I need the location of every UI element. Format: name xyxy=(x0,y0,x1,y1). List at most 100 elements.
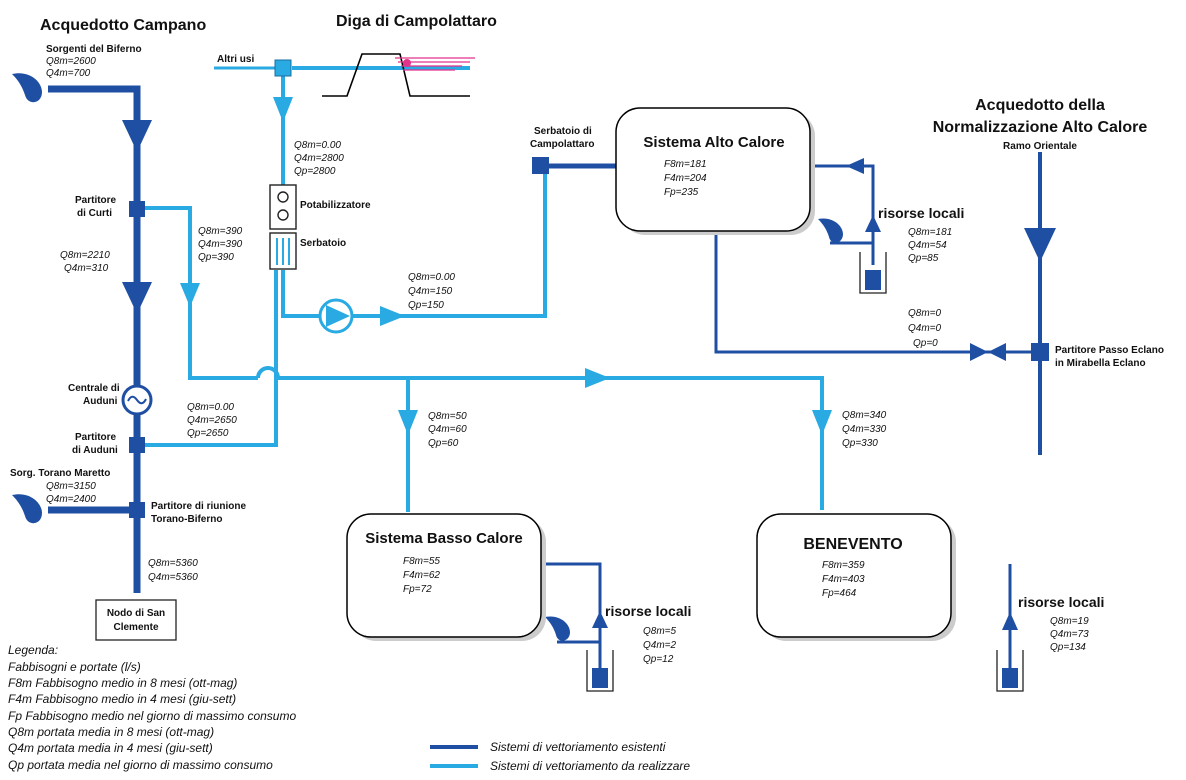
partitore-riunione-label-2: Torano-Biferno xyxy=(151,514,222,525)
source-biferno-name: Sorgenti del Biferno xyxy=(46,44,142,55)
source-torano-name: Sorg. Torano Maretto xyxy=(10,468,110,479)
nodo-label-2: Clemente xyxy=(113,622,158,633)
flow-dam-q8: Q8m=0.00 xyxy=(294,140,341,151)
sistema-alto-name: Sistema Alto Calore xyxy=(643,134,784,151)
benevento-f8: F8m=359 xyxy=(822,560,865,571)
flow-auduni-q4: Q4m=2650 xyxy=(187,415,237,426)
serbatoio-camp-label-2: Campolattaro xyxy=(530,139,594,150)
existing-pipes xyxy=(48,85,1042,680)
arrow-right-icon xyxy=(585,368,610,388)
flow-pump-q4: Q4m=150 xyxy=(408,286,453,297)
local-benevento-q4: Q4m=73 xyxy=(1050,629,1089,640)
main-distribution-pipe xyxy=(278,376,824,510)
local-basso-q4: Q4m=2 xyxy=(643,640,677,651)
local-basso-qp: Qp=12 xyxy=(643,654,674,665)
basso-f4: F4m=62 xyxy=(403,570,440,581)
legend-line: Q4m portata media in 4 mesi (giu-sett) xyxy=(8,741,213,755)
wells xyxy=(586,252,1024,692)
arrow-up-icon xyxy=(865,215,881,232)
arrow-down-icon xyxy=(273,97,293,122)
serbatoio-camp-label-1: Serbatoio di xyxy=(534,126,592,137)
partitore-auduni-label-1: Partitore xyxy=(75,432,117,443)
alto-local-pipe xyxy=(813,164,875,265)
well-basso xyxy=(586,650,614,692)
partitore-riunione-node xyxy=(129,502,145,518)
arrow-down-icon xyxy=(180,283,200,307)
partitore-passo-node xyxy=(1031,343,1049,361)
legend: Legenda: Fabbisogni e portate (l/s) F8m … xyxy=(8,643,690,773)
benevento-name: BENEVENTO xyxy=(803,536,902,553)
arrow-up-icon xyxy=(592,611,608,628)
sistema-basso-name: Sistema Basso Calore xyxy=(365,530,523,547)
dam xyxy=(322,53,475,97)
alto-f8: F8m=181 xyxy=(664,159,707,170)
flow-passo-qp: Qp=0 xyxy=(913,338,938,349)
benevento-box xyxy=(756,513,952,638)
basso-f8: F8m=55 xyxy=(403,556,440,567)
legend-line: Qp portata media nel giorno di massimo c… xyxy=(8,758,273,772)
source-torano-q8: Q8m=3150 xyxy=(46,481,96,492)
title-acquedotto-campano: Acquedotto Campano xyxy=(40,17,206,34)
flow-benevento-q4: Q4m=330 xyxy=(842,424,887,435)
arrow-down-icon xyxy=(398,410,418,435)
flow-curti-down-q8: Q8m=2210 xyxy=(60,250,110,261)
alto-fp: Fp=235 xyxy=(664,187,699,198)
benevento-f4: F4m=403 xyxy=(822,574,865,585)
flow-auduni-qp: Qp=2650 xyxy=(187,428,229,439)
partitore-curti-node xyxy=(129,201,145,217)
legend-planned-label: Sistemi di vettoriamento da realizzare xyxy=(490,759,690,773)
water-drop-icon xyxy=(12,73,42,103)
water-drop-icon xyxy=(12,494,42,524)
flow-basso-qp: Qp=60 xyxy=(428,438,459,449)
flow-curti-qp: Qp=390 xyxy=(198,252,234,263)
flow-basso-q4: Q4m=60 xyxy=(428,424,467,435)
flow-nodo-q4: Q4m=5360 xyxy=(148,572,198,583)
partitore-riunione-label-1: Partitore di riunione xyxy=(151,501,246,512)
flow-basso-q8: Q8m=50 xyxy=(428,411,467,422)
legend-line: F8m Fabbisogno medio in 8 mesi (ott-mag) xyxy=(8,676,237,690)
nodo-san-clemente-box xyxy=(95,599,177,641)
nodo-label-1: Nodo di San xyxy=(107,608,165,619)
local-benevento-q8: Q8m=19 xyxy=(1050,616,1089,627)
altri-usi-junction xyxy=(274,59,292,77)
arrow-down-icon xyxy=(122,120,152,152)
flow-passo-q8: Q8m=0 xyxy=(908,308,942,319)
well-benevento xyxy=(996,650,1024,692)
existing-arrows xyxy=(122,120,1056,630)
water-drop-icon xyxy=(545,616,570,641)
partitore-auduni-node xyxy=(129,437,145,453)
flow-dam-q4: Q4m=2800 xyxy=(294,153,344,164)
well-alto xyxy=(859,252,887,294)
partitore-curti-label-1: Partitore xyxy=(75,195,117,206)
flow-curti-q4: Q4m=390 xyxy=(198,239,243,250)
sistema-alto-calore-box xyxy=(615,107,811,232)
altri-usi-label: Altri usi xyxy=(217,54,254,65)
flow-pump-q8: Q8m=0.00 xyxy=(408,272,455,283)
arrow-down-icon xyxy=(1024,228,1056,262)
arrow-right-icon xyxy=(380,306,405,326)
passo-label-1: Partitore Passo Eclano xyxy=(1055,345,1164,356)
auduni-pipe xyxy=(140,270,278,447)
water-drop-icon xyxy=(818,218,843,243)
source-torano-q4: Q4m=2400 xyxy=(46,494,96,505)
basso-fp: Fp=72 xyxy=(403,584,432,595)
flow-pump-qp: Qp=150 xyxy=(408,300,444,311)
arrow-down-icon xyxy=(122,282,152,314)
flow-benevento-qp: Qp=330 xyxy=(842,438,878,449)
basso-local-pipe xyxy=(540,562,602,680)
arrow-left-icon xyxy=(846,158,864,174)
serbatoio-label: Serbatoio xyxy=(300,238,346,249)
benevento-fp: Fp=464 xyxy=(822,588,857,599)
local-alto-q8: Q8m=181 xyxy=(908,227,952,238)
local-alto-qp: Qp=85 xyxy=(908,253,939,264)
risorse-locali-alto: risorse locali xyxy=(878,205,964,221)
title-diga: Diga di Campolattaro xyxy=(336,13,497,30)
flow-curti-q8: Q8m=390 xyxy=(198,226,243,237)
dam-wall xyxy=(322,53,470,97)
risorse-locali-benevento: risorse locali xyxy=(1018,594,1104,610)
flow-nodo-q8: Q8m=5360 xyxy=(148,558,198,569)
title-normalizzazione-1: Acquedotto della xyxy=(975,97,1105,114)
centrale-label-1: Centrale di xyxy=(68,383,120,394)
legend-line: F4m Fabbisogno medio in 4 mesi (giu-sett… xyxy=(8,692,236,706)
